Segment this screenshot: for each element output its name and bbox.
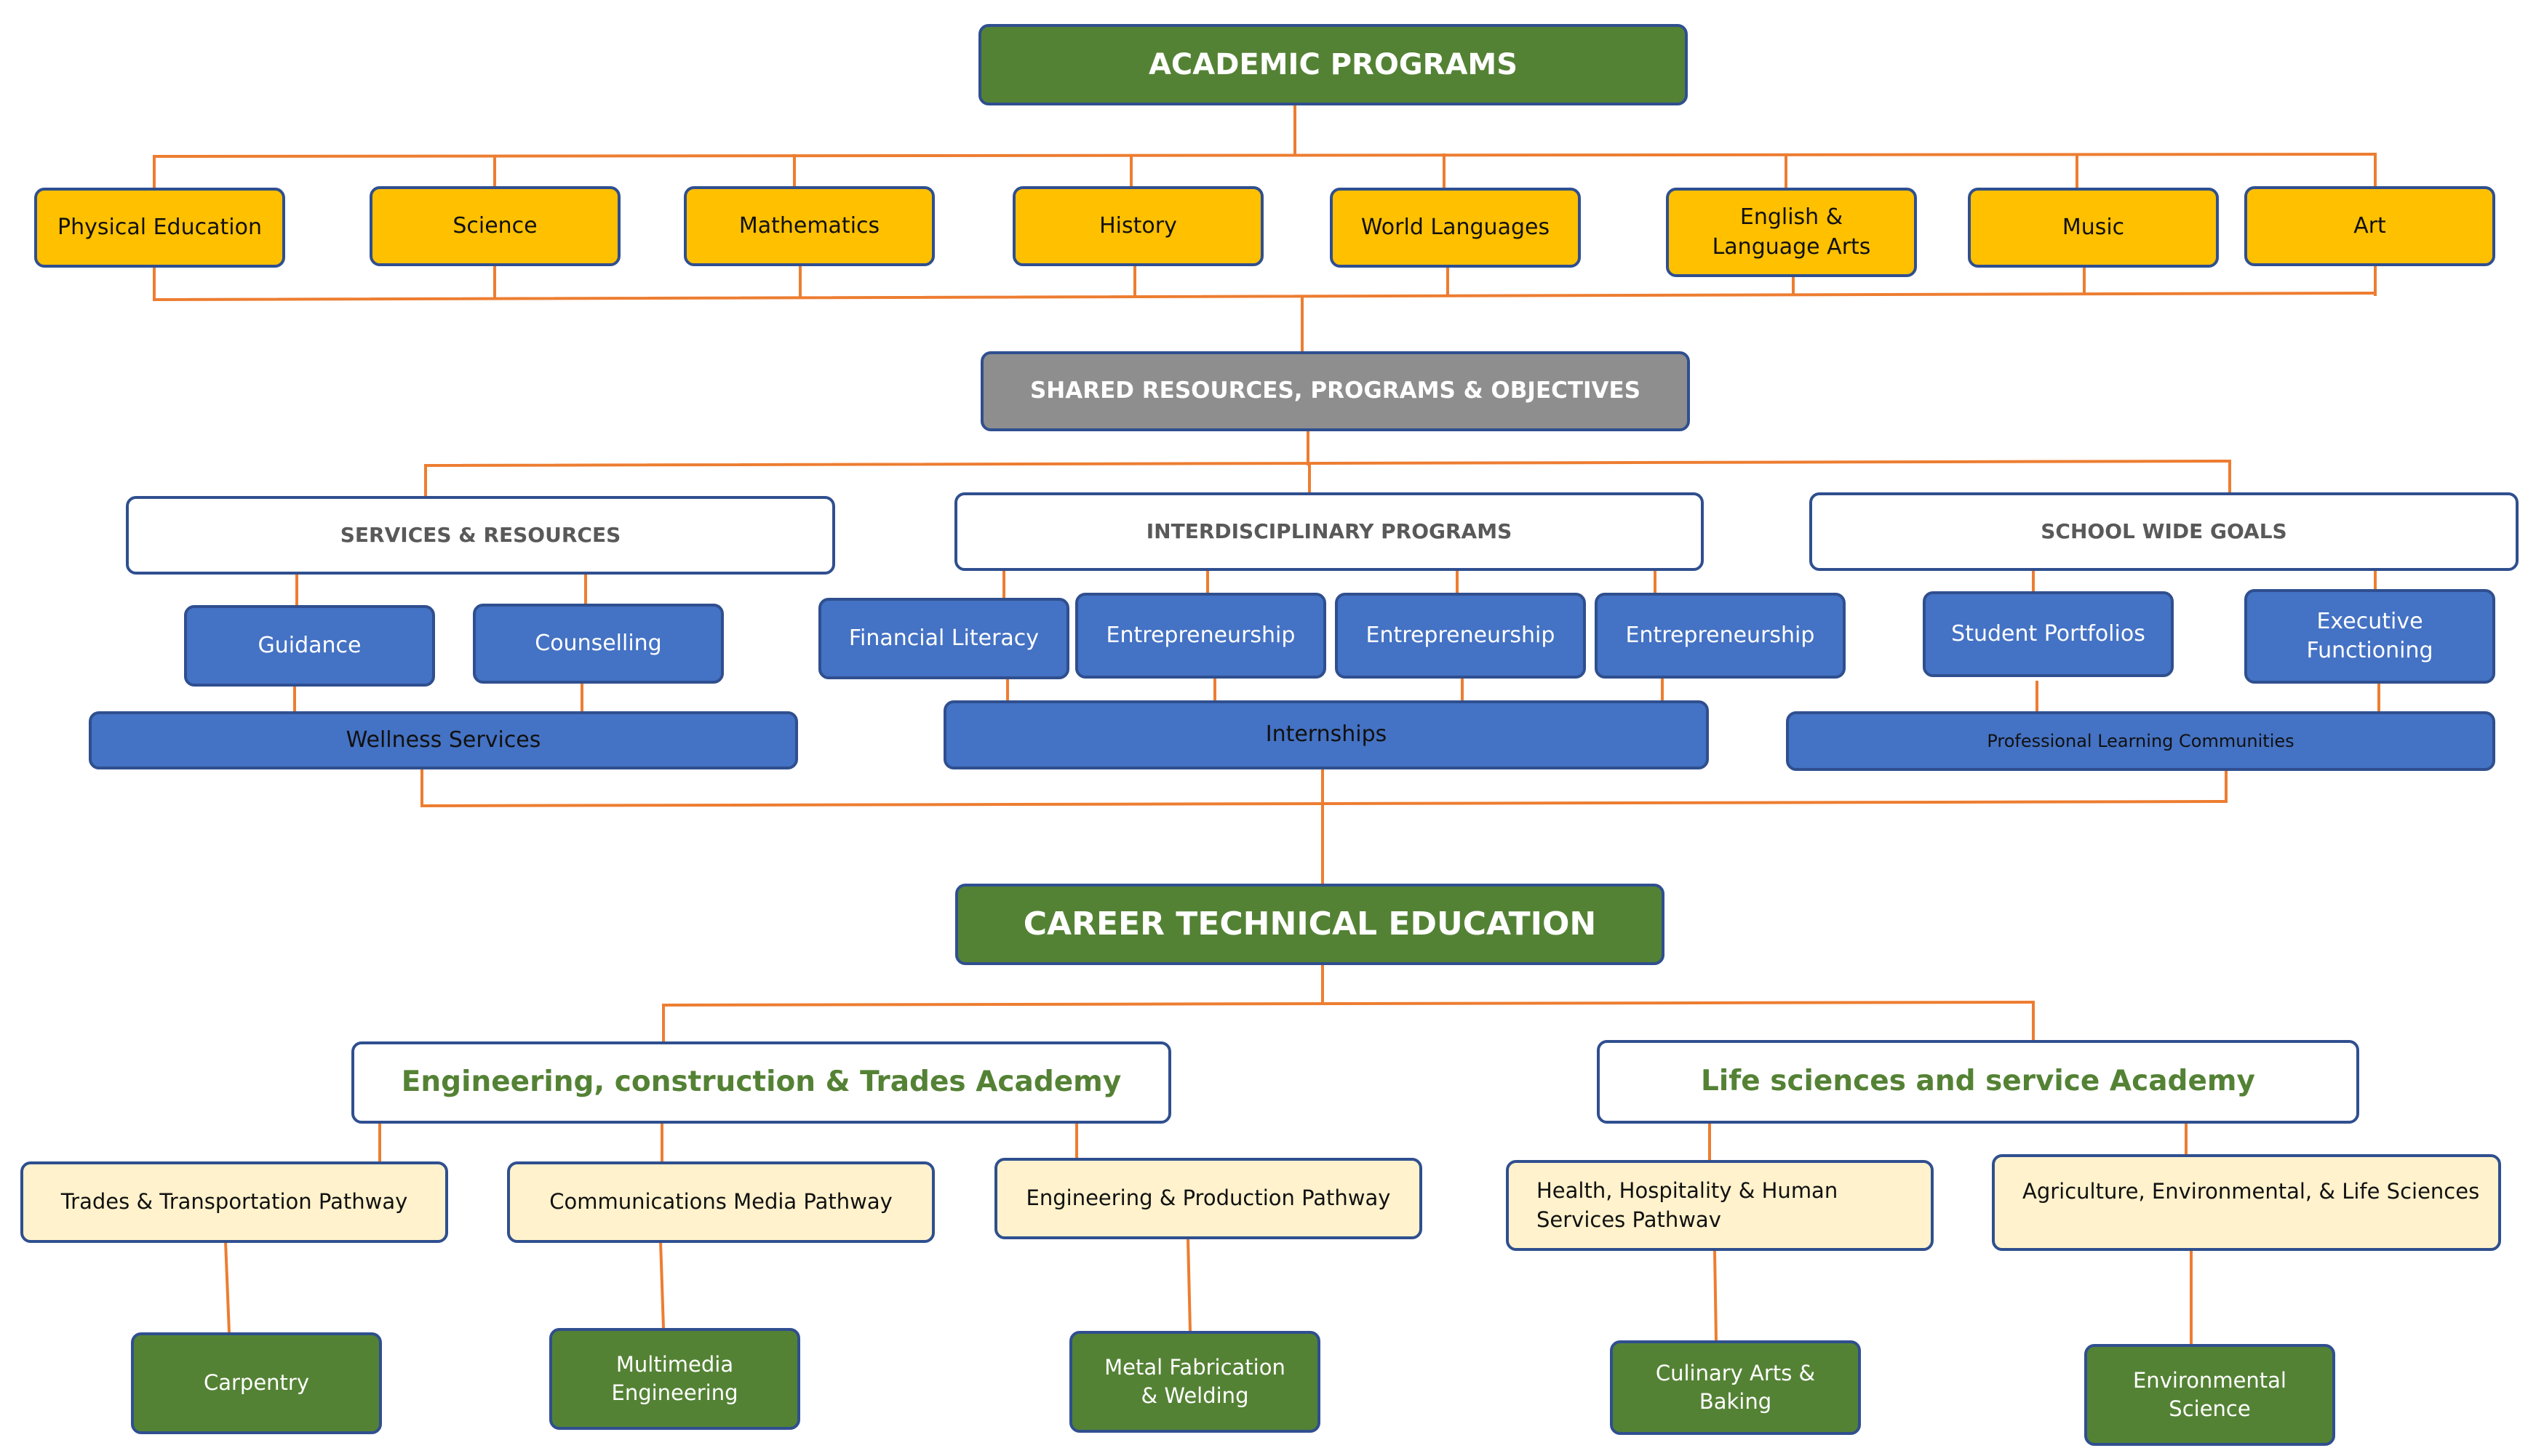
pathway-communications-media: Communications Media Pathway bbox=[507, 1161, 935, 1243]
subject-english-language-arts: English & Language Arts bbox=[1666, 188, 1917, 277]
pathway-engineering-production: Engineering & Production Pathway bbox=[994, 1158, 1422, 1239]
academic-programs-header: ACADEMIC PROGRAMS bbox=[978, 24, 1688, 105]
shared-resources-header: SHARED RESOURCES, PROGRAMS & OBJECTIVES bbox=[981, 351, 1690, 431]
program-metal-fabrication-welding: Metal Fabrication & Welding bbox=[1069, 1331, 1320, 1433]
pathway-agriculture-environmental-life-sciences: Agriculture, Environmental, & Life Scien… bbox=[1992, 1154, 2501, 1251]
program-environmental-science: Environmental Science bbox=[2084, 1344, 2335, 1446]
pathway-trades-transportation: Trades & Transportation Pathway bbox=[20, 1161, 448, 1243]
program-entrepreneurship-2: Entrepreneurship bbox=[1335, 593, 1586, 679]
resource-guidance: Guidance bbox=[184, 605, 435, 687]
program-financial-literacy: Financial Literacy bbox=[818, 598, 1069, 679]
subject-history: History bbox=[1013, 186, 1264, 266]
interdisciplinary-programs-header: INTERDISCIPLINARY PROGRAMS bbox=[954, 492, 1704, 571]
subject-mathematics: Mathematics bbox=[684, 186, 935, 266]
goal-student-portfolios: Student Portfolios bbox=[1923, 591, 2174, 677]
program-entrepreneurship-3: Entrepreneurship bbox=[1595, 593, 1846, 679]
school-wide-goals-header: SCHOOL WIDE GOALS bbox=[1809, 492, 2519, 571]
engineering-academy-header: Engineering, construction & Trades Acade… bbox=[351, 1041, 1171, 1124]
program-culinary-arts-baking: Culinary Arts & Baking bbox=[1610, 1340, 1861, 1435]
goal-executive-functioning: Executive Functioning bbox=[2244, 589, 2495, 684]
services-resources-header: SERVICES & RESOURCES bbox=[126, 496, 835, 575]
subject-world-languages: World Languages bbox=[1330, 188, 1581, 268]
subject-science: Science bbox=[370, 186, 621, 266]
subject-art: Art bbox=[2244, 186, 2495, 266]
internships-bar: Internships bbox=[944, 700, 1709, 769]
program-multimedia-engineering: Multimedia Engineering bbox=[549, 1328, 800, 1430]
program-carpentry: Carpentry bbox=[131, 1332, 382, 1434]
subject-physical-education: Physical Education bbox=[34, 188, 285, 268]
career-technical-education-header: CAREER TECHNICAL EDUCATION bbox=[955, 884, 1664, 965]
subject-music: Music bbox=[1968, 188, 2219, 268]
resource-counselling: Counselling bbox=[473, 604, 724, 684]
wellness-services-bar: Wellness Services bbox=[89, 711, 798, 769]
pathway-health-hospitality-human-services: Health, Hospitality & Human Services Pat… bbox=[1506, 1160, 1934, 1251]
professional-learning-communities-bar: Professional Learning Communities bbox=[1786, 711, 2495, 771]
life-sciences-academy-header: Life sciences and service Academy bbox=[1597, 1040, 2359, 1124]
program-entrepreneurship-1: Entrepreneurship bbox=[1075, 593, 1326, 679]
